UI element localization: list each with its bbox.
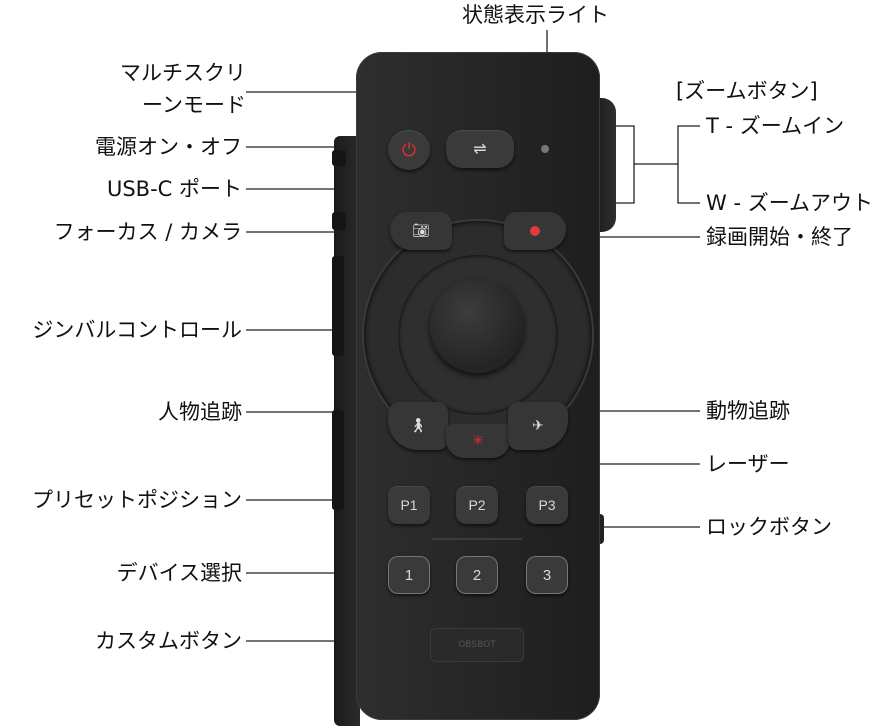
side-grip-lower: [332, 410, 344, 510]
person-tracking-button[interactable]: 🚶︎: [388, 402, 448, 450]
power-icon: ⏻: [401, 139, 417, 160]
usb-c-port: [332, 150, 346, 166]
lock-button[interactable]: [596, 514, 604, 544]
focus-camera-button[interactable]: 📷︎: [390, 212, 452, 250]
multiscreen-button[interactable]: ⇌: [446, 130, 514, 168]
camera-icon: 📷︎: [412, 223, 430, 239]
label-device-select: デバイス選択: [116, 561, 242, 585]
preset-button-p3[interactable]: P3: [526, 486, 568, 524]
record-dot-icon: [530, 226, 540, 236]
power-button[interactable]: ⏻: [388, 130, 430, 170]
label-zoom-header: [ズームボタン]: [676, 79, 818, 103]
label-custom: カスタムボタン: [95, 629, 242, 653]
device-select-button-3[interactable]: 3: [526, 556, 568, 594]
divider: [432, 538, 522, 540]
label-zoom-out: W - ズームアウト: [706, 191, 874, 215]
label-lock: ロックボタン: [706, 515, 832, 539]
label-multiscreen-line2: ーンモード: [142, 93, 246, 117]
device-select-button-1[interactable]: 1: [388, 556, 430, 594]
label-zoom-in: T - ズームイン: [706, 114, 845, 138]
label-person-tracking: 人物追跡: [158, 400, 242, 424]
label-multiscreen-line1: マルチスクリ: [120, 61, 246, 85]
device-select-button-2[interactable]: 2: [456, 556, 498, 594]
label-animal-tracking: 動物追跡: [706, 399, 790, 423]
animal-tracking-button[interactable]: ✈︎: [508, 402, 568, 450]
label-power: 電源オン・オフ: [95, 135, 242, 159]
gimbal-joystick[interactable]: [430, 279, 524, 373]
label-gimbal: ジンバルコントロール: [32, 318, 242, 342]
label-status-light: 状態表示ライト: [462, 3, 609, 27]
person-icon: 🚶︎: [409, 418, 427, 434]
preset-button-p1[interactable]: P1: [388, 486, 430, 524]
status-light: [541, 145, 549, 153]
laser-icon: ✳: [472, 433, 484, 449]
label-usb-c: USB-C ポート: [106, 177, 242, 201]
label-focus-camera: フォーカス / カメラ: [53, 220, 242, 244]
leader-zoom-in-out: [677, 125, 700, 204]
preset-button-p2[interactable]: P2: [456, 486, 498, 524]
animal-icon: ✈︎: [532, 418, 544, 434]
side-grip-upper: [332, 256, 344, 356]
label-laser: レーザー: [706, 452, 790, 476]
zoom-rocker[interactable]: [596, 98, 616, 232]
swap-arrows-icon: ⇌: [473, 141, 487, 158]
side-slot: [332, 212, 346, 230]
label-preset: プリセットポジション: [32, 488, 242, 512]
custom-button[interactable]: OBSBOT: [430, 628, 524, 662]
label-record: 録画開始・終了: [706, 225, 853, 249]
laser-button[interactable]: ✳: [446, 424, 510, 458]
record-button[interactable]: [504, 212, 566, 250]
